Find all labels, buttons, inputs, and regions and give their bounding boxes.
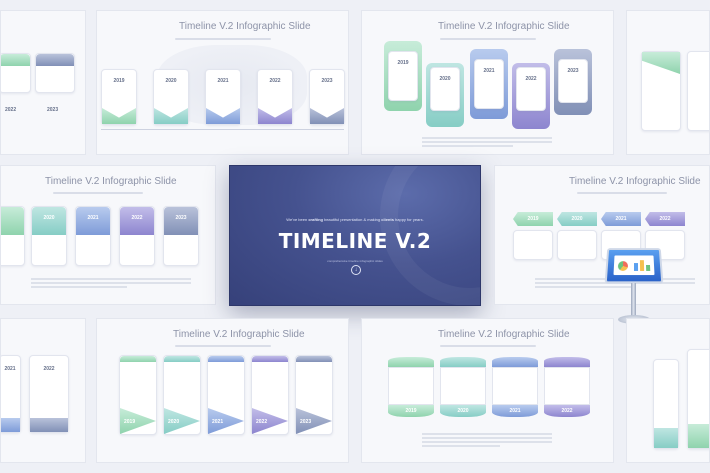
keynote-screen [604,248,664,284]
arrow-block: 2020 [426,63,464,127]
wave-card: 2020 [440,357,486,417]
slide-title: Timeline V.2 Infographic Slide [438,21,570,32]
timeline-card: 2023 [309,69,345,125]
slide-thumbnail-arrows[interactable]: Timeline V.2 Infographic Slide 2019 2020… [361,10,614,155]
hero-slide[interactable]: We've been crafting beautiful presentati… [229,165,481,306]
slide-thumbnail-world-map[interactable]: Timeline V.2 Infographic Slide 2019 2020… [96,10,349,155]
timeline-card [1,53,31,93]
scroll-down-icon[interactable]: ↓ [351,265,361,275]
wave-card: 2022 [544,357,590,417]
arrow-block: 2023 [554,49,592,115]
subtitle-line [53,192,143,194]
timeline-card: 2022 [257,69,293,125]
timeline-card [513,230,553,260]
timeline-card: 2022 [251,355,289,435]
subtitle-line [175,38,271,40]
timeline-card [653,359,679,449]
timeline-card: 2020 [163,355,201,435]
timeline-card: 2023 [295,355,333,435]
subtitle-line [175,345,271,347]
ribbon-tab: 2019 [513,212,553,226]
timeline-card [687,349,709,449]
timeline-axis [101,129,344,130]
timeline-card: 2021 [75,206,111,266]
ribbon-tab: 2020 [557,212,597,226]
ribbon-tab: 2021 [601,212,641,226]
slide-thumbnail-bottom-left[interactable]: 2021 2022 [0,318,86,463]
slide-thumbnail-triangles[interactable]: Timeline V.2 Infographic Slide 2019 2020… [96,318,349,463]
slide-thumbnail-bottom-right[interactable] [626,318,710,463]
slide-title: Timeline V.2 Infographic Slide [45,176,177,187]
timeline-card: 2022 [119,206,155,266]
hero-subtitle: comprehensive timeline infographic slide… [327,259,383,263]
keynote-app-icon [604,247,666,327]
subtitle-line [440,345,536,347]
timeline-card [1,206,25,266]
slide-title: Timeline V.2 Infographic Slide [569,176,701,187]
arrow-block: 2022 [512,63,550,129]
timeline-card [641,51,681,131]
year-label: 2022 [5,107,17,113]
timeline-card [687,51,709,131]
slide-thumbnail-top-left[interactable]: 2022 2023 [0,10,86,155]
timeline-card: 2019 [119,355,157,435]
hero-title: TIMELINE V.2 [278,229,432,253]
timeline-card: 2020 [31,206,67,266]
slide-thumbnail-wavy[interactable]: Timeline V.2 Infographic Slide 2019 2020… [361,318,614,463]
keynote-stand [631,283,636,317]
arrow-block: 2021 [470,49,508,119]
subtitle-line [577,192,667,194]
hero-tagline: We've been crafting beautiful presentati… [286,217,424,222]
slide-title: Timeline V.2 Infographic Slide [179,21,311,32]
slide-thumbnail-mid-left[interactable]: Timeline V.2 Infographic Slide 2020 2021… [0,165,216,305]
ribbon-tab: 2022 [645,212,685,226]
slide-title: Timeline V.2 Infographic Slide [173,329,305,340]
timeline-card: 2019 [101,69,137,125]
paragraph-lines [31,278,191,288]
year-label: 2023 [47,107,59,113]
paragraph-lines [422,137,552,147]
timeline-card: 2023 [163,206,199,266]
slide-thumbnail-top-right[interactable] [626,10,710,155]
timeline-card: 2020 [153,69,189,125]
timeline-card-header [1,54,30,66]
paragraph-lines [422,433,552,447]
timeline-card: 2021 [205,69,241,125]
arrow-block: 2019 [384,41,422,111]
timeline-card-header [36,54,74,66]
timeline-card: 2021 [1,355,21,433]
timeline-card: 2022 [29,355,69,433]
subtitle-line [440,38,536,40]
timeline-card [35,53,75,93]
slide-title: Timeline V.2 Infographic Slide [438,329,570,340]
wave-card: 2019 [388,357,434,417]
timeline-card: 2021 [207,355,245,435]
timeline-card [557,230,597,260]
wave-card: 2021 [492,357,538,417]
slide-thumbnail-mid-right[interactable]: Timeline V.2 Infographic Slide 2019 2020… [494,165,710,305]
